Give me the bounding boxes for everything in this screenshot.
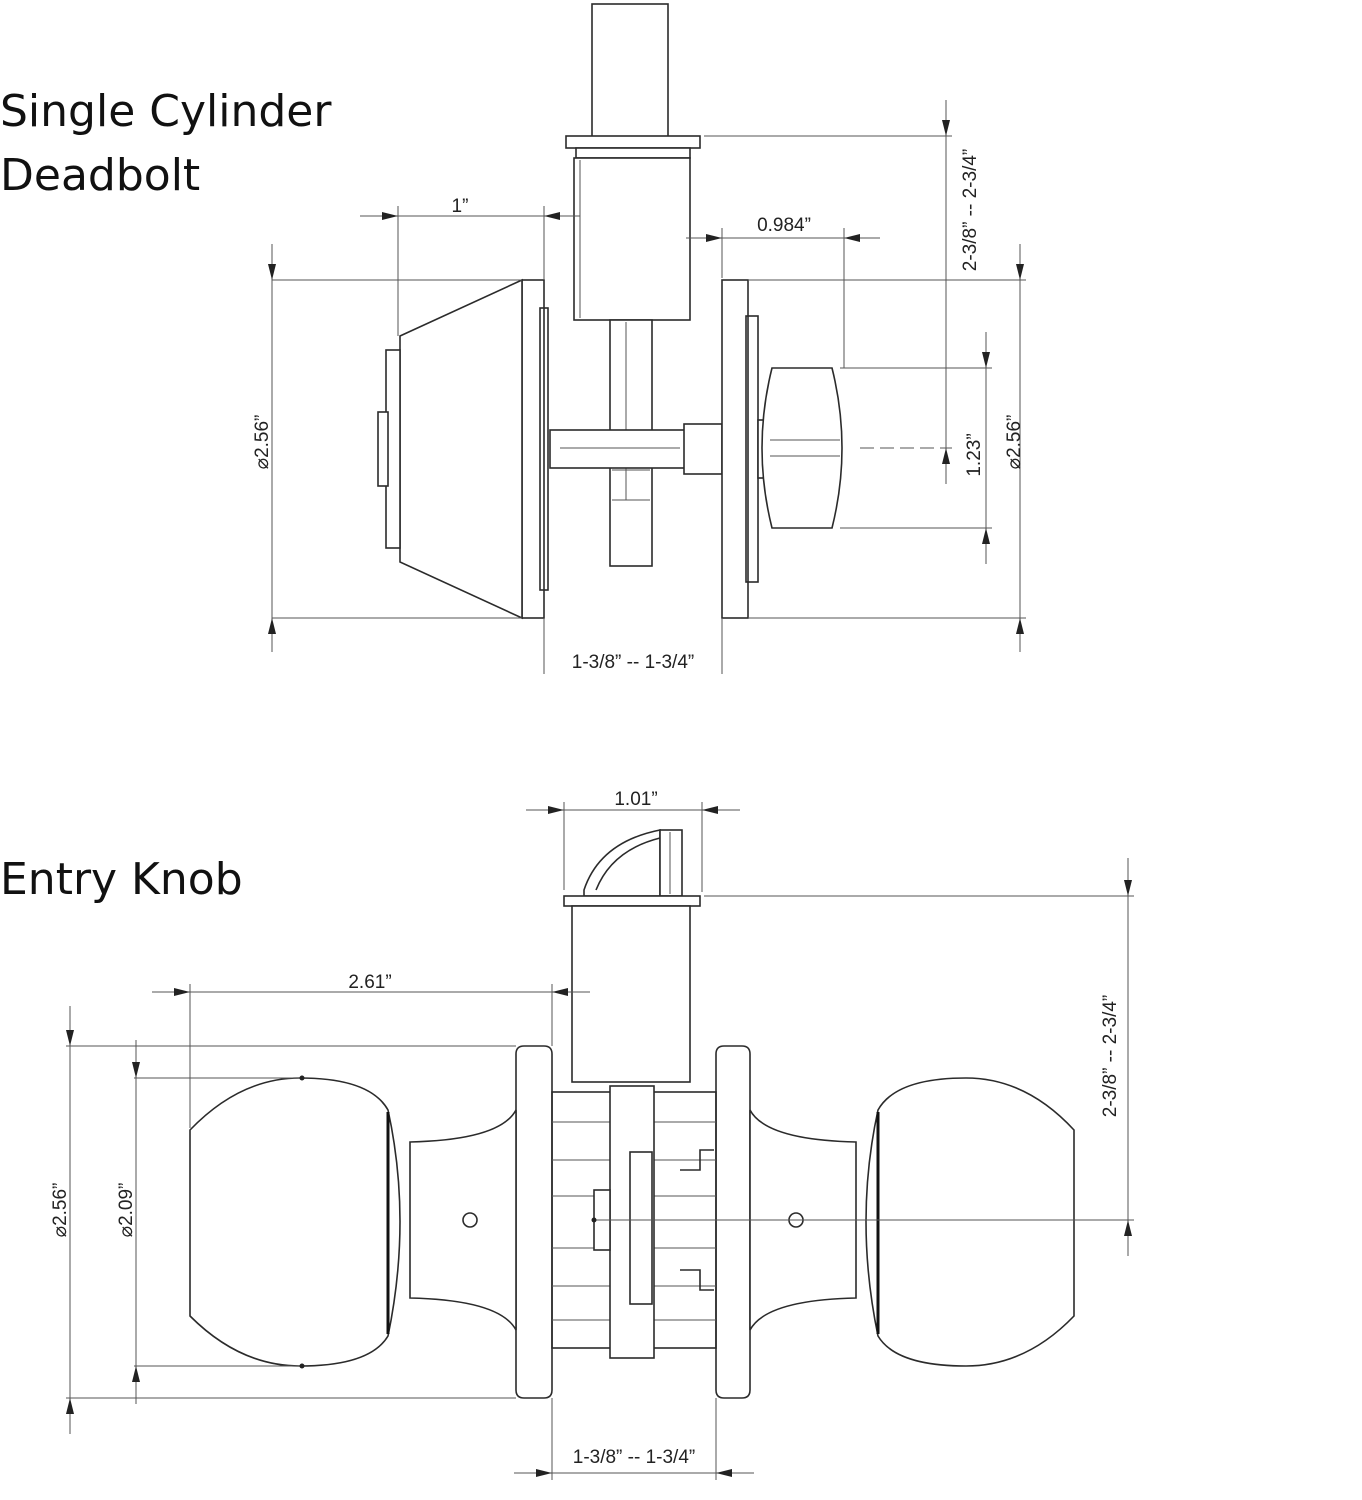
knob-diameter-label: ⌀2.09” bbox=[116, 1183, 137, 1238]
deadbolt-left-rose-label: ⌀2.56” bbox=[252, 415, 273, 470]
knob-exterior-ball bbox=[189, 1077, 401, 1367]
deadbolt-housing bbox=[573, 157, 691, 321]
knob-latch-faceplate bbox=[563, 895, 701, 907]
deadbolt-door-thickness-label: 1-3/8” -- 1-3/4” bbox=[572, 652, 694, 673]
knob-title: Entry Knob bbox=[0, 854, 243, 905]
knob-latch-bolt bbox=[583, 829, 661, 897]
deadbolt-dimensions: 1” 0.984” 2-3/8” -- 2-3/4” bbox=[252, 100, 1026, 674]
knob-latch-housing bbox=[571, 905, 691, 1083]
deadbolt-thumbturn bbox=[761, 367, 843, 529]
deadbolt-backset-label: 2-3/8” -- 2-3/4” bbox=[960, 149, 981, 271]
knob-dimensions: 1.01” 2.61” 2-3/8” -- 2-3/4” bbox=[50, 789, 1134, 1480]
deadbolt-right-rose-label: ⌀2.56” bbox=[1004, 415, 1025, 470]
deadbolt-exterior-cylinder bbox=[399, 278, 523, 620]
deadbolt-title-line1: Single Cylinder bbox=[0, 86, 332, 137]
deadbolt-title-line2: Deadbolt bbox=[0, 150, 201, 201]
deadbolt-bolt bbox=[591, 3, 669, 139]
deadbolt-drawing bbox=[377, 3, 843, 620]
deadbolt-bolt-throw-label: 0.984” bbox=[757, 215, 811, 236]
knob-latch-head bbox=[659, 829, 683, 897]
deadbolt-spindle-nut bbox=[683, 423, 723, 475]
knob-exterior-keyhole-icon bbox=[462, 1212, 478, 1228]
knob-cam bbox=[629, 1151, 653, 1305]
deadbolt-bolt-width-label: 1” bbox=[452, 196, 469, 217]
knob-rose-diameter-label: ⌀2.56” bbox=[50, 1183, 71, 1238]
knob-exterior-rose bbox=[515, 1045, 553, 1399]
deadbolt-faceplate bbox=[565, 135, 701, 149]
knob-interior-rose bbox=[715, 1045, 751, 1399]
knob-interior-ball bbox=[865, 1077, 1075, 1367]
knob-latch-width-label: 1.01” bbox=[614, 789, 657, 810]
deadbolt-interior-rose bbox=[721, 279, 749, 619]
knob-door-thickness-label: 1-3/8” -- 1-3/4” bbox=[573, 1447, 695, 1468]
knob-projection-label: 2.61” bbox=[348, 972, 391, 993]
deadbolt-keyway bbox=[377, 411, 389, 487]
knob-drawing bbox=[189, 829, 1075, 1399]
deadbolt-collar bbox=[575, 147, 691, 159]
knob-backset-label: 2-3/8” -- 2-3/4” bbox=[1100, 995, 1121, 1117]
deadbolt-spindle bbox=[549, 429, 687, 469]
deadbolt-thumbturn-label: 1.23” bbox=[964, 433, 985, 476]
